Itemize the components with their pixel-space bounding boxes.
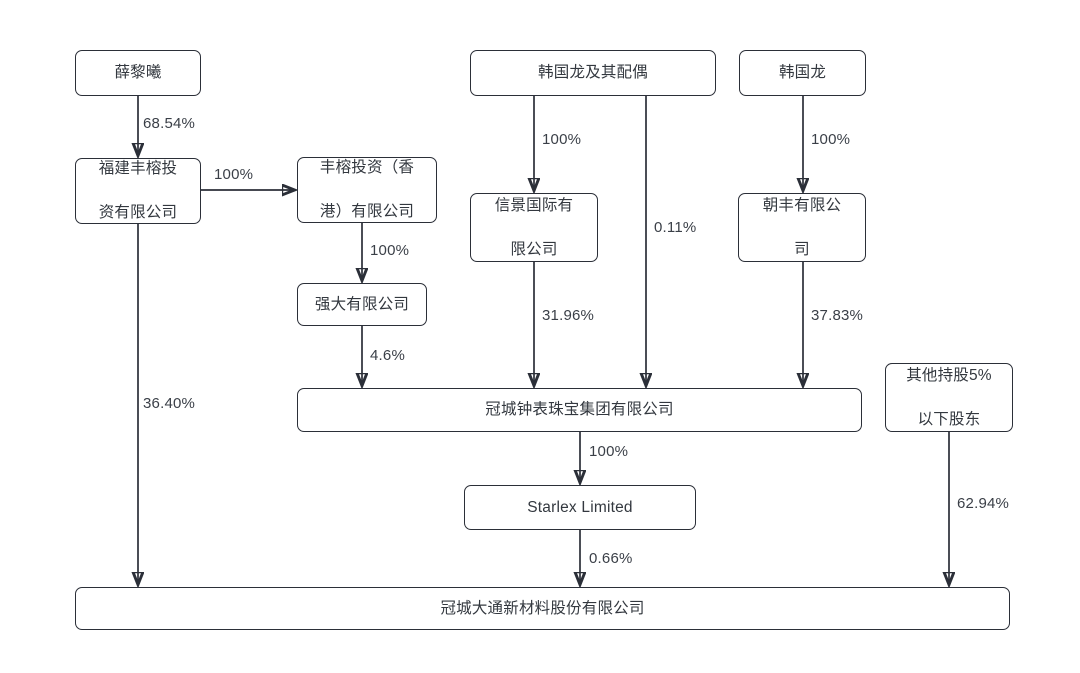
node-label-line2: 限公司 <box>510 240 558 258</box>
edge-label-starlex-to-guanchengdatong: 0.66% <box>589 550 633 567</box>
node-label-line1: 朝丰有限公 <box>762 196 842 214</box>
node-xue-lixi[interactable]: 薛黎曦 <box>75 50 201 96</box>
edge-label-fujian-to-guanchengdatong: 36.40% <box>143 395 196 412</box>
node-label-line2: 资有限公司 <box>98 204 178 221</box>
edge-label-qiangda-to-guanchengwatch: 4.6% <box>370 347 405 364</box>
edge-label-hanspouse-to-xinjing: 100% <box>542 131 582 148</box>
node-xinjing-international[interactable]: 信景国际有 限公司 <box>470 193 598 262</box>
node-label: 信景国际有 限公司 <box>477 195 591 261</box>
node-label: Starlex Limited <box>527 498 633 516</box>
node-label: 福建丰榕投 资有限公司 <box>82 158 194 224</box>
node-label-line1: 丰榕投资（香 <box>319 159 415 176</box>
edge-label-xinjing-to-guanchengwatch: 31.96% <box>542 307 595 324</box>
node-label-line2: 司 <box>794 240 810 258</box>
edge-label-fujian-to-fengronghk: 100% <box>214 166 254 183</box>
node-label: 冠城钟表珠宝集团有限公司 <box>485 401 674 418</box>
edge-label-chaofeng-to-guanchengwatch: 37.83% <box>811 307 864 324</box>
node-other-shareholders-below-5pct[interactable]: 其他持股5% 以下股东 <box>885 363 1013 432</box>
node-label-line1: 福建丰榕投 <box>98 160 178 177</box>
node-label: 韩国龙 <box>778 64 827 81</box>
edge-label-xue-to-fujian: 68.54% <box>143 115 196 132</box>
node-fengrong-investment-hk[interactable]: 丰榕投资（香 港）有限公司 <box>297 157 437 223</box>
node-label: 朝丰有限公 司 <box>745 195 859 261</box>
node-fujian-fengrong-investment[interactable]: 福建丰榕投 资有限公司 <box>75 158 201 224</box>
node-label: 冠城大通新材料股份有限公司 <box>440 599 645 617</box>
node-han-guolong-and-spouse[interactable]: 韩国龙及其配偶 <box>470 50 716 96</box>
node-starlex-limited[interactable]: Starlex Limited <box>464 485 696 530</box>
node-guancheng-watch-jewelry-group[interactable]: 冠城钟表珠宝集团有限公司 <box>297 388 862 432</box>
edge-label-hanspouse-to-guanchengwatch: 0.11% <box>654 219 697 236</box>
node-label-line2: 以下股东 <box>917 410 981 428</box>
node-label: 薛黎曦 <box>114 64 162 81</box>
edge-label-fengronghk-to-qiangda: 100% <box>370 242 410 259</box>
edge-label-otherholders-to-guanchengdatong: 62.94% <box>957 495 1010 512</box>
node-han-guolong[interactable]: 韩国龙 <box>739 50 866 96</box>
node-label: 其他持股5% 以下股东 <box>892 365 1006 431</box>
node-label-line2: 港）有限公司 <box>319 203 415 220</box>
edge-label-han-to-chaofeng: 100% <box>811 131 851 148</box>
node-label-line1: 信景国际有 <box>494 196 574 214</box>
edge-label-guanchengwatch-to-starlex: 100% <box>589 443 629 460</box>
node-label: 丰榕投资（香 港）有限公司 <box>304 157 430 223</box>
node-chaofeng-limited[interactable]: 朝丰有限公 司 <box>738 193 866 262</box>
node-label-line1: 其他持股5% <box>906 366 992 384</box>
node-guancheng-datong-new-materials[interactable]: 冠城大通新材料股份有限公司 <box>75 587 1010 630</box>
node-label: 韩国龙及其配偶 <box>538 64 648 81</box>
node-label: 强大有限公司 <box>314 295 410 313</box>
node-qiangda-limited[interactable]: 强大有限公司 <box>297 283 427 326</box>
